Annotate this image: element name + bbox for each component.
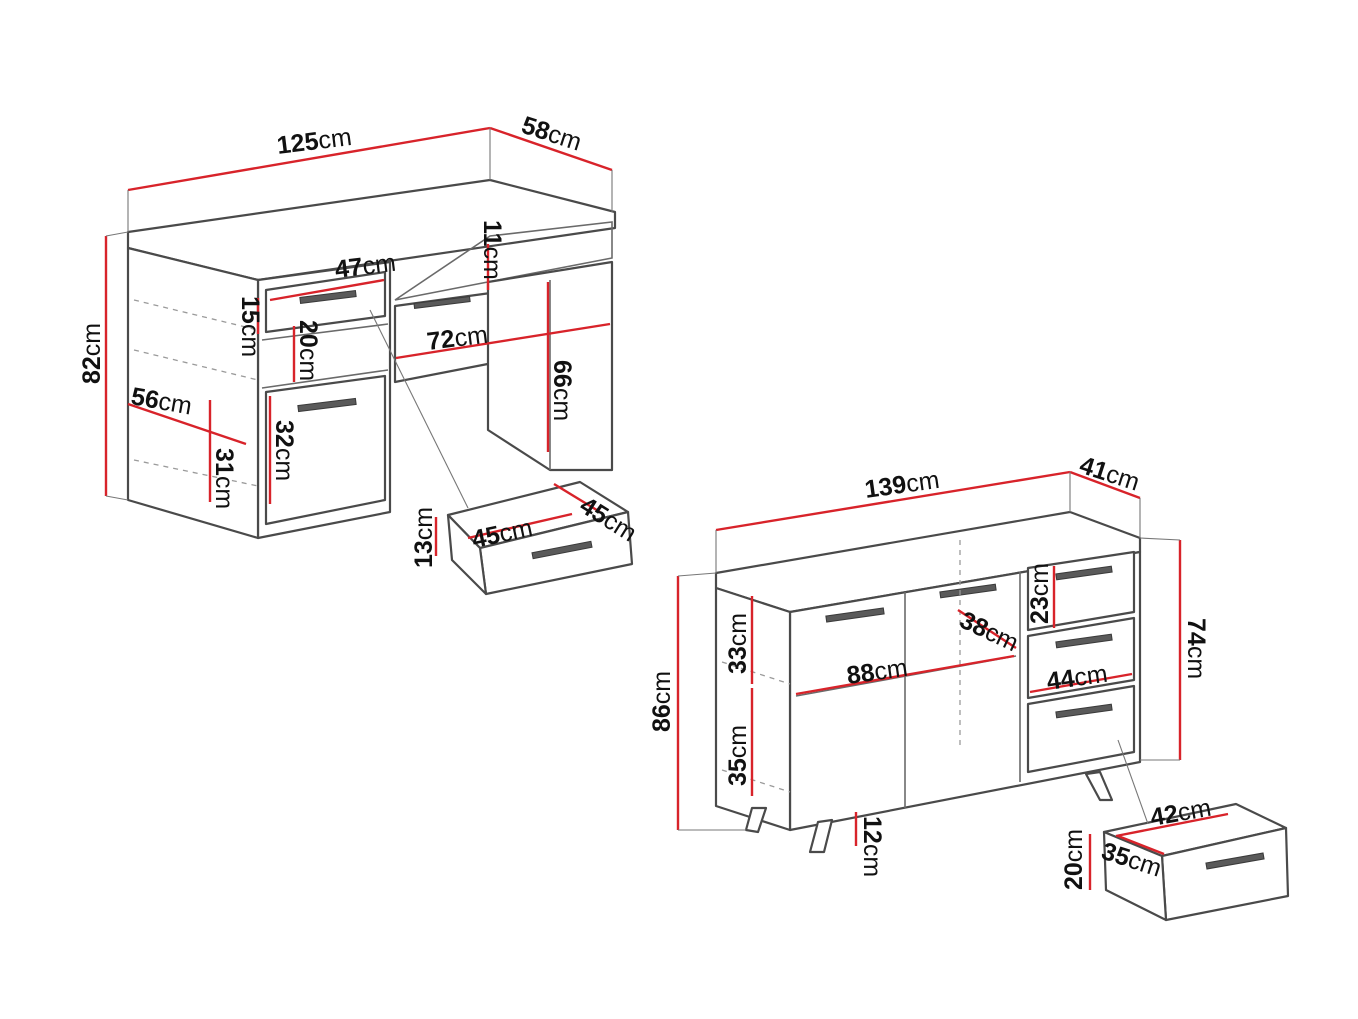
dim-label-sideboard-width: 139cm xyxy=(863,466,941,504)
dim-label-sideboard-total-height: 86cm xyxy=(648,671,676,732)
sideboard-door-handle-icon-2 xyxy=(939,583,997,599)
dim-label-sideboard-compartment-width: 88cm xyxy=(845,654,909,690)
desk-drawing xyxy=(104,126,634,596)
dim-label-desk-drawer-width: 47cm xyxy=(333,249,397,284)
dim-label-desk-height: 82cm xyxy=(78,323,106,384)
sideboard-leg-1 xyxy=(744,806,768,834)
dim-label-sideboard-drawer-column: 44cm xyxy=(1045,660,1109,696)
drawer-detail-handle-icon xyxy=(531,540,593,560)
desk-left-side xyxy=(126,246,260,540)
dim-label-desk-knee-height: 66cm xyxy=(548,360,576,421)
dim-label-sideboard-leg: 12cm xyxy=(858,816,886,877)
dim-label-desk-shelf: 20cm xyxy=(294,320,322,381)
dim-label-sideboard-body-height: 74cm xyxy=(1182,618,1210,679)
dim-label-desk-drawer-detail-height: 13cm xyxy=(410,507,438,568)
desk-door-handle-icon xyxy=(297,397,357,413)
dim-label-sideboard-drawer-front: 23cm xyxy=(1026,563,1054,624)
desk-cabinet-door xyxy=(264,374,387,526)
dim-label-sideboard-drawer-width: 42cm xyxy=(1148,794,1213,832)
dim-label-sideboard-lower: 35cm xyxy=(724,725,752,786)
dim-label-sideboard-depth: 41cm xyxy=(1076,451,1143,497)
dim-label-desk-width: 125cm xyxy=(275,123,353,160)
dim-label-sideboard-upper: 33cm xyxy=(724,613,752,674)
sideboard-door-handle-icon xyxy=(825,607,885,623)
dim-label-desk-drawer-height: 15cm xyxy=(236,296,264,357)
dim-label-desk-opening: 11cm xyxy=(478,220,506,280)
dim-label-desk-side-depth: 56cm xyxy=(129,382,194,420)
sideboard-drawer-detail xyxy=(1102,802,1290,922)
dim-label-desk-door: 32cm xyxy=(270,420,298,481)
sideboard-leg-2 xyxy=(808,818,834,854)
dim-label-sideboard-drawer-height: 20cm xyxy=(1060,829,1088,890)
sideboard-drawing xyxy=(676,470,1290,922)
desk-drawer-handle-icon xyxy=(299,290,357,304)
dim-label-desk-cabinet-shelf: 31cm xyxy=(210,448,238,509)
sideboard-leg-3 xyxy=(1084,770,1114,802)
desk-labels: 125cm 58cm 82cm 47cm 11cm 15cm 20cm 72cm… xyxy=(78,111,642,568)
desk-top-drawer xyxy=(264,270,387,334)
dim-label-desk-knee-width: 72cm xyxy=(425,321,489,356)
drawer-detail-handle-icon-2 xyxy=(1205,852,1265,870)
dim-label-desk-drawer-detail-width: 45cm xyxy=(469,514,535,554)
